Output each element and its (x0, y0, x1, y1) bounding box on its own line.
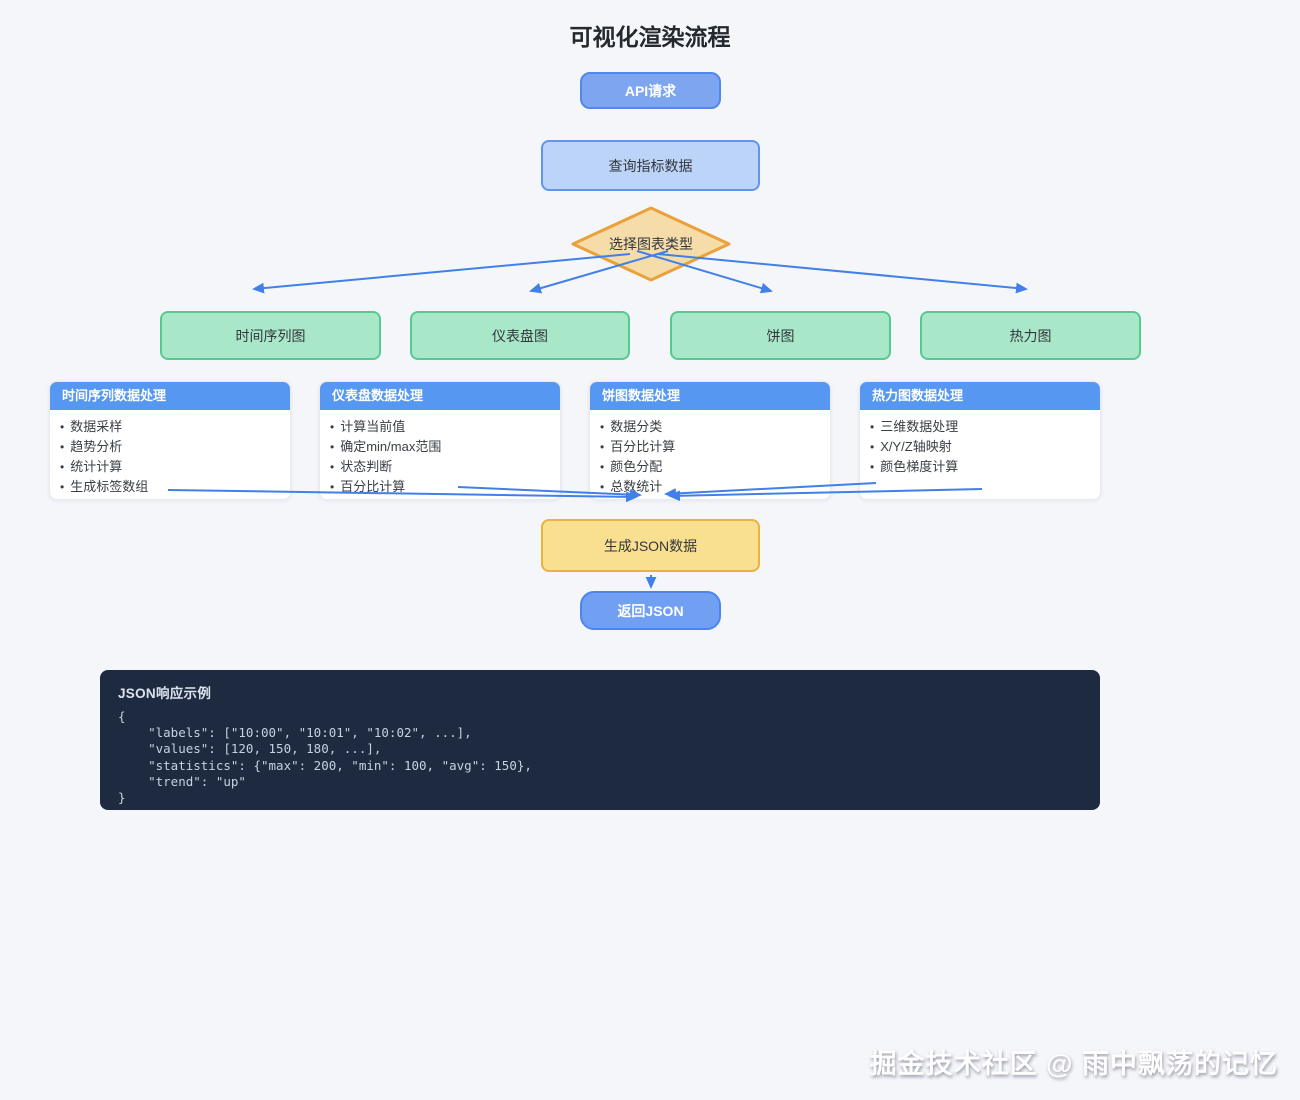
flow-node-api-request: API请求 (580, 72, 721, 109)
code-block-content: { "labels": ["10:00", "10:01", "10:02", … (118, 709, 532, 806)
flow-node-pie-chart: 饼图 (670, 311, 891, 360)
flow-node-timeseries-chart: 时间序列图 (160, 311, 381, 360)
process-card-title: 时间序列数据处理 (50, 382, 290, 410)
flow-node-return-json: 返回JSON (580, 591, 721, 630)
process-card-heatmap: 热力图数据处理 三维数据处理 X/Y/Z轴映射 颜色梯度计算 (859, 381, 1101, 500)
page-title: 可视化渲染流程 (569, 24, 731, 50)
watermark: 掘金技术社区 @ 雨中飘荡的记忆 (869, 1049, 1278, 1079)
process-item: 百分比计算 (600, 437, 820, 457)
flow-node-query-metrics: 查询指标数据 (541, 140, 760, 191)
code-block-title: JSON响应示例 (118, 686, 212, 701)
process-item: 三维数据处理 (870, 417, 1090, 437)
process-card-gauge: 仪表盘数据处理 计算当前值 确定min/max范围 状态判断 百分比计算 (319, 381, 561, 500)
process-item: 数据采样 (60, 417, 280, 437)
process-item: 颜色梯度计算 (870, 457, 1090, 477)
process-card-title: 仪表盘数据处理 (320, 382, 560, 410)
decision-label: 选择图表类型 (609, 236, 693, 252)
flow-node-gauge-chart: 仪表盘图 (410, 311, 630, 360)
process-item: 统计计算 (60, 457, 280, 477)
flow-node-heatmap-chart: 热力图 (920, 311, 1141, 360)
process-item: 确定min/max范围 (330, 437, 550, 457)
process-card-pie: 饼图数据处理 数据分类 百分比计算 颜色分配 总数统计 (589, 381, 831, 500)
process-item: 趋势分析 (60, 437, 280, 457)
process-card-item-list: 数据分类 百分比计算 颜色分配 总数统计 (590, 410, 830, 497)
process-card-title: 热力图数据处理 (860, 382, 1100, 410)
process-item: 计算当前值 (330, 417, 550, 437)
process-item: 百分比计算 (330, 477, 550, 497)
flow-decision-chart-type: 选择图表类型 (571, 206, 731, 282)
process-item: 数据分类 (600, 417, 820, 437)
flow-node-generate-json: 生成JSON数据 (541, 519, 760, 572)
process-card-timeseries: 时间序列数据处理 数据采样 趋势分析 统计计算 生成标签数组 (49, 381, 291, 500)
process-item: 状态判断 (330, 457, 550, 477)
process-card-item-list: 计算当前值 确定min/max范围 状态判断 百分比计算 (320, 410, 560, 497)
process-card-title: 饼图数据处理 (590, 382, 830, 410)
process-card-item-list: 数据采样 趋势分析 统计计算 生成标签数组 (50, 410, 290, 497)
process-item: X/Y/Z轴映射 (870, 437, 1090, 457)
process-item: 总数统计 (600, 477, 820, 497)
json-response-example-block: JSON响应示例 { "labels": ["10:00", "10:01", … (100, 670, 1100, 810)
process-item: 颜色分配 (600, 457, 820, 477)
process-item: 生成标签数组 (60, 477, 280, 497)
process-card-item-list: 三维数据处理 X/Y/Z轴映射 颜色梯度计算 (860, 410, 1100, 477)
